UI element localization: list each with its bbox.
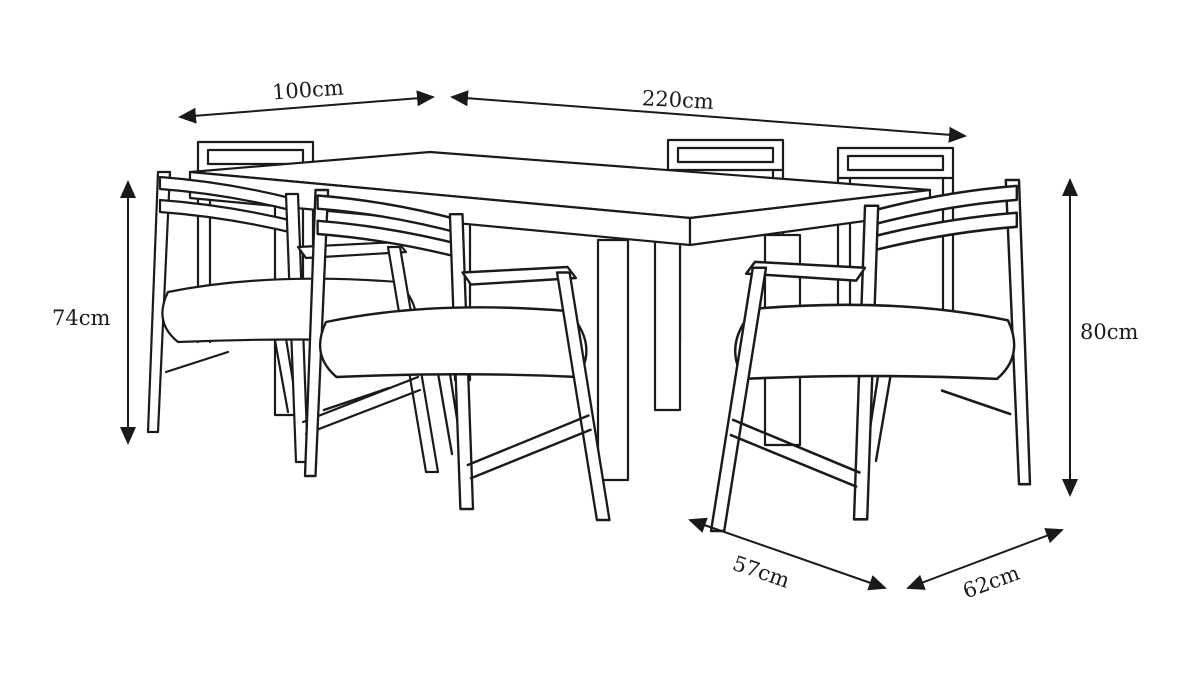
dim-arrow-100 — [178, 90, 435, 124]
dim-arrow-57 — [688, 517, 887, 591]
chair-front-middle — [303, 188, 611, 522]
label-100cm: 100cm — [271, 75, 345, 105]
label-220cm: 220cm — [641, 86, 715, 114]
dim-arrow-62 — [906, 528, 1064, 590]
dim-arrow-220 — [450, 90, 967, 143]
label-80cm: 80cm — [1080, 320, 1139, 344]
label-74cm: 74cm — [52, 306, 111, 330]
